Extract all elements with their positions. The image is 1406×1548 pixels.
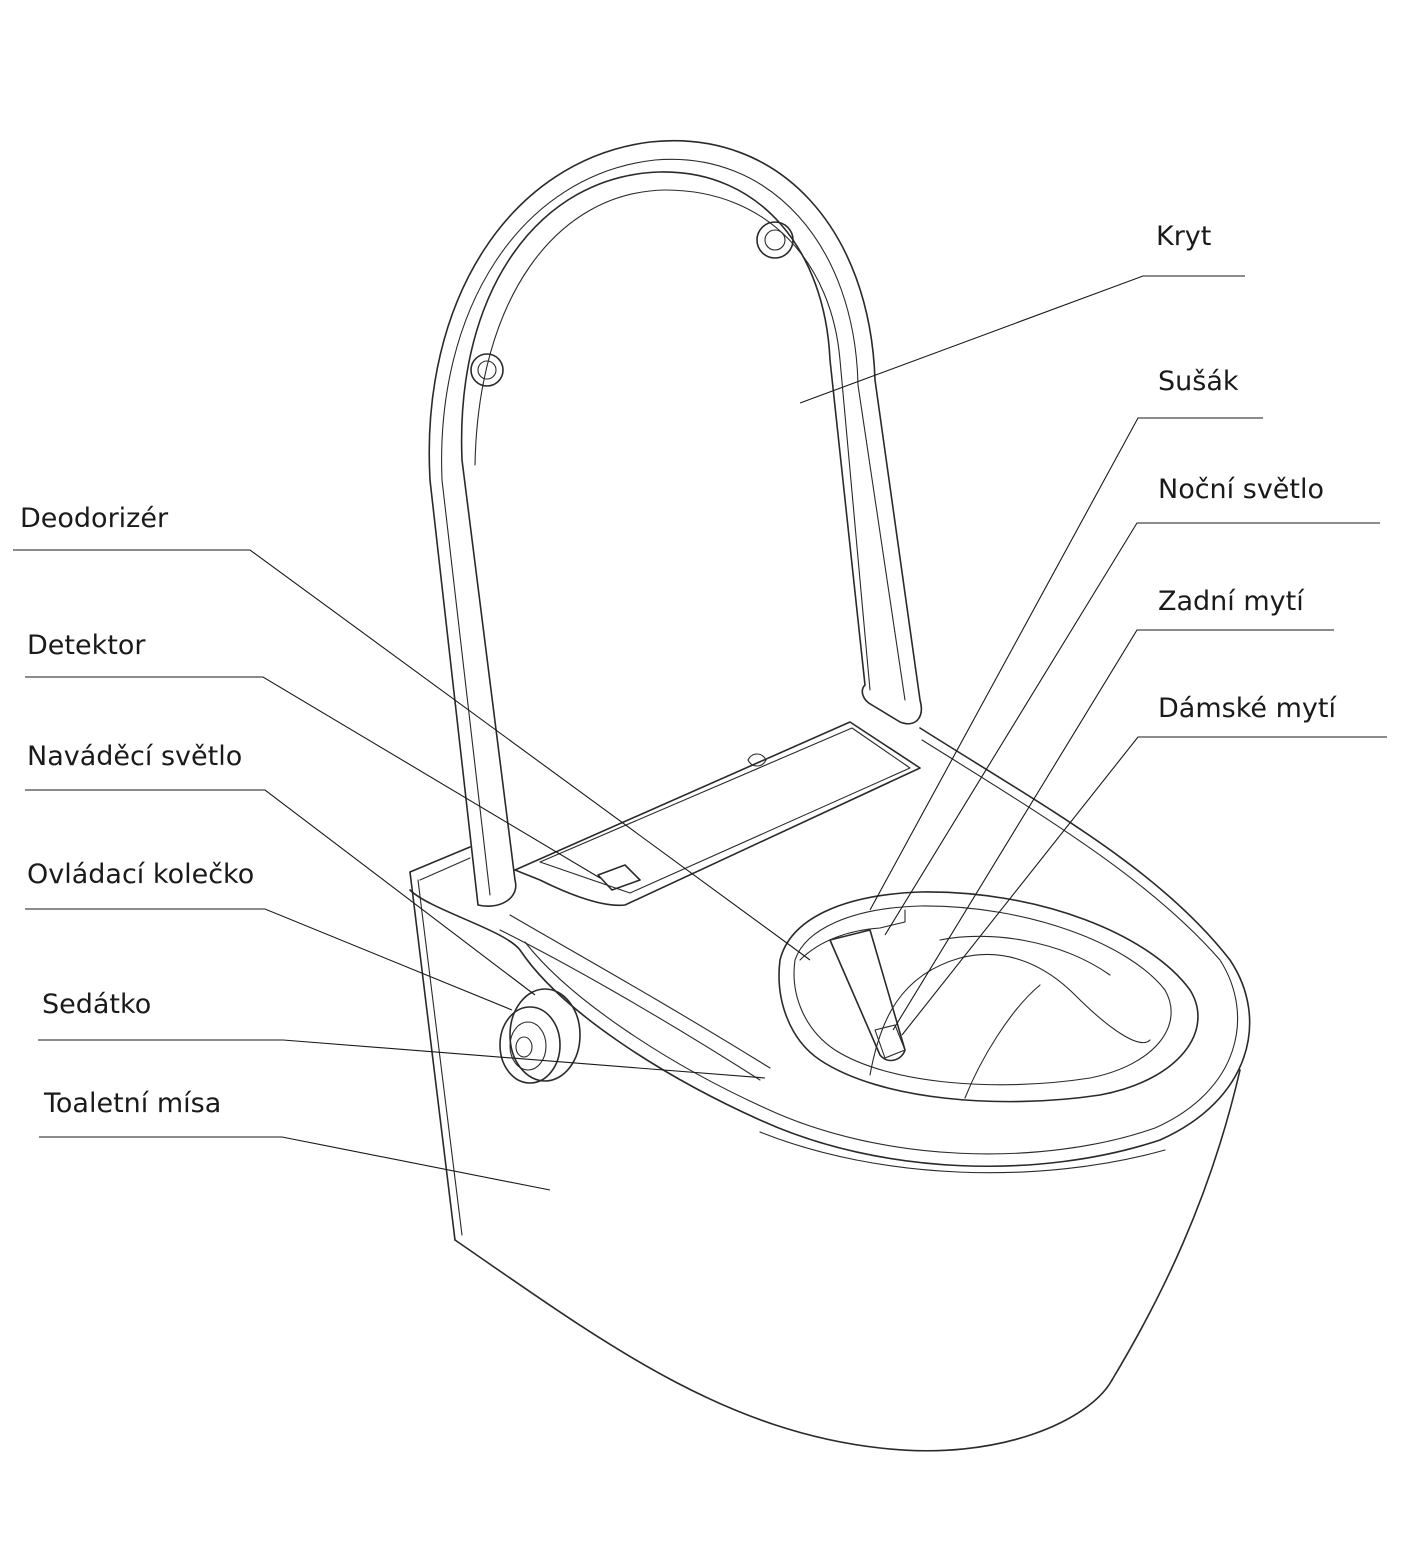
- control-deck: [514, 721, 921, 907]
- label-navadeci-svetlo: Naváděcí světlo: [27, 741, 243, 772]
- label-damske-myti: Dámské mytí: [1158, 693, 1336, 724]
- label-toaletni-misa: Toaletní mísa: [44, 1088, 222, 1119]
- toilet-bowl: [409, 727, 1251, 1452]
- label-kryt: Kryt: [1156, 221, 1212, 252]
- control-knob: [499, 988, 581, 1084]
- label-ovladaci-kolecko: Ovládací kolečko: [27, 859, 255, 890]
- label-nocni-svetlo: Noční světlo: [1158, 474, 1325, 505]
- leader-lines: [13, 275, 1387, 1191]
- label-sedatko: Sedátko: [42, 989, 152, 1020]
- nozzle-wand: [799, 909, 906, 1062]
- lid: [428, 139, 922, 907]
- label-deodorizer: Deodorizér: [20, 503, 169, 534]
- label-zadni-myti: Zadní mytí: [1158, 586, 1304, 617]
- label-detektor: Detektor: [27, 630, 146, 661]
- label-susak: Sušák: [1158, 366, 1239, 397]
